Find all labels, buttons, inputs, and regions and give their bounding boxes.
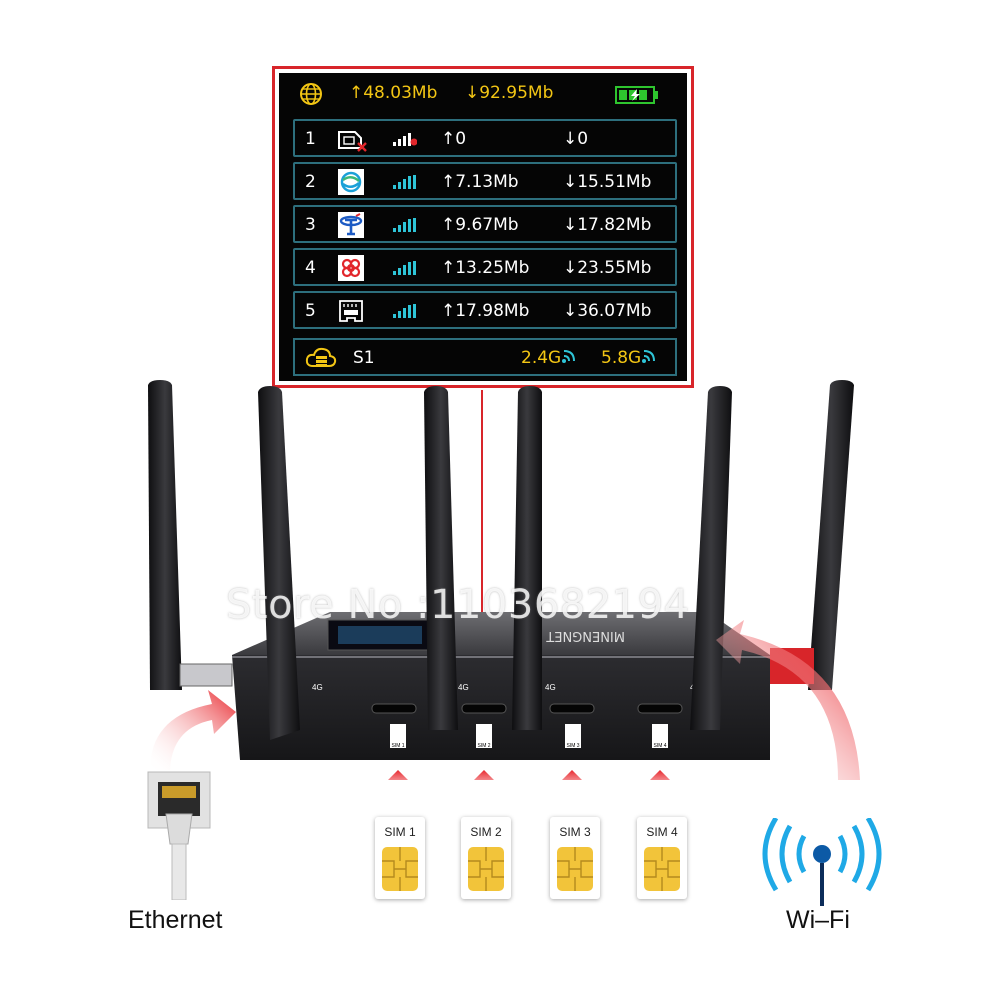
lcd-footer: S1 2.4G 5.8G	[293, 338, 677, 376]
wifi-wave-icon	[562, 350, 576, 363]
lcd-row-sim3: 3 ↑9.67Mb ↓17.82Mb	[293, 205, 677, 243]
band-24-label: 2.4G	[521, 348, 562, 368]
signal-bars-icon	[393, 218, 416, 232]
svg-text:SIM 1: SIM 1	[391, 743, 404, 749]
lcd-screen: ↑48.03Mb ↓92.95Mb 1	[279, 73, 687, 381]
antenna-front-2	[424, 386, 458, 730]
total-download: ↓92.95Mb	[465, 83, 554, 103]
arrow-curve-wifi	[716, 620, 860, 780]
row-download: ↓15.51Mb	[563, 172, 652, 192]
slot-label-4: SIM 4	[652, 724, 668, 749]
row-upload: ↑7.13Mb	[441, 172, 519, 192]
ethernet-label: Ethernet	[128, 906, 223, 934]
row-download: ↓0	[563, 129, 589, 149]
row-index: 3	[305, 215, 316, 235]
router-illustration: MINENGNET SIM 1 SIM 2 SIM 3 SIM 4 4G 4G …	[148, 380, 860, 780]
lcd-zoom-frame: ↑48.03Mb ↓92.95Mb 1	[272, 66, 694, 388]
arrow-up-sim4	[650, 770, 670, 780]
svg-text:SIM 2: SIM 2	[477, 743, 490, 749]
signal-bars-icon	[393, 175, 416, 189]
battery-icon	[615, 86, 658, 104]
row-index: 2	[305, 172, 316, 192]
sim-slot-3	[549, 703, 595, 714]
row-upload: ↑0	[441, 129, 467, 149]
signal-bars-icon	[393, 133, 417, 146]
wan-port-icon	[339, 300, 363, 322]
antenna-front-3	[512, 386, 542, 730]
signal-bars-icon	[393, 304, 416, 318]
lcd-row-wan: 5 ↑17.98Mb ↓36.07Mb	[293, 291, 677, 329]
sim-card-2: SIM 2	[461, 817, 511, 899]
antenna-back-left	[148, 380, 182, 690]
wifi-band-24: 2.4G	[521, 348, 577, 368]
lcd-row-sim2: 2 ↑7.13Mb ↓15.51Mb	[293, 162, 677, 200]
total-upload: ↑48.03Mb	[349, 83, 438, 103]
cloud-server-icon	[305, 347, 337, 367]
ethernet-port-connector	[179, 663, 233, 687]
sim-card-label: SIM 2	[470, 825, 502, 839]
svg-text:SIM 3: SIM 3	[566, 743, 579, 749]
row-upload: ↑13.25Mb	[441, 258, 530, 278]
sim-chip-icon	[468, 847, 504, 891]
port-mark-2: 4G	[458, 683, 469, 692]
china-unicom-logo-icon	[338, 255, 364, 281]
row-index: 5	[305, 301, 316, 321]
sim-missing-icon	[338, 131, 367, 152]
wifi-broadcast-icon	[762, 818, 882, 906]
wifi-band-58: 5.8G	[601, 348, 657, 368]
sim-card-1: SIM 1	[375, 817, 425, 899]
store-watermark: Store No :1103682194	[226, 582, 690, 628]
row-index: 4	[305, 258, 316, 278]
arrow-up-sim3	[562, 770, 582, 780]
wifi-label: Wi–Fi	[786, 906, 850, 934]
port-mark-1: 4G	[312, 683, 323, 692]
sim-card-4: SIM 4	[637, 817, 687, 899]
arrow-curve-ethernet	[150, 690, 236, 770]
sim-slot-1	[371, 703, 417, 714]
ethernet-cable-icon	[147, 771, 211, 900]
lcd-row-sim4: 4 ↑13.25Mb ↓23.55Mb	[293, 248, 677, 286]
sim-chip-icon	[557, 847, 593, 891]
row-index: 1	[305, 129, 316, 149]
router-brand: MINENGNET	[546, 628, 625, 643]
row-download: ↓23.55Mb	[563, 258, 652, 278]
sim-card-label: SIM 4	[646, 825, 678, 839]
china-telecom-logo-icon	[338, 212, 364, 238]
svg-text:SIM 4: SIM 4	[653, 743, 666, 749]
slot-label-3: SIM 3	[565, 724, 581, 749]
arrow-up-sim1	[388, 770, 408, 780]
row-upload: ↑9.67Mb	[441, 215, 519, 235]
slot-label-2: SIM 2	[476, 724, 492, 749]
globe-icon	[300, 83, 322, 105]
row-download: ↓36.07Mb	[563, 301, 652, 321]
china-mobile-logo-icon	[338, 169, 364, 195]
row-upload: ↑17.98Mb	[441, 301, 530, 321]
band-58-label: 5.8G	[601, 348, 642, 368]
sim-slot-2	[461, 703, 507, 714]
sim-card-3: SIM 3	[550, 817, 600, 899]
slot-label-1: SIM 1	[390, 724, 406, 749]
antenna-front-1	[258, 386, 300, 740]
sim-chip-icon	[644, 847, 680, 891]
sim-card-label: SIM 3	[559, 825, 591, 839]
lcd-header: ↑48.03Mb ↓92.95Mb	[279, 73, 687, 115]
zoom-connector-line	[481, 390, 483, 630]
antenna-back-right	[808, 380, 854, 690]
arrow-up-sim2	[474, 770, 494, 780]
lcd-row-sim1: 1 ↑0 ↓0	[293, 119, 677, 157]
signal-bars-icon	[393, 261, 416, 275]
sim-slot-4	[637, 703, 683, 714]
sim-chip-icon	[382, 847, 418, 891]
server-label: S1	[353, 348, 375, 368]
row-download: ↓17.82Mb	[563, 215, 652, 235]
sim-card-label: SIM 1	[384, 825, 416, 839]
port-mark-3: 4G	[545, 683, 556, 692]
wifi-wave-icon	[642, 350, 656, 363]
